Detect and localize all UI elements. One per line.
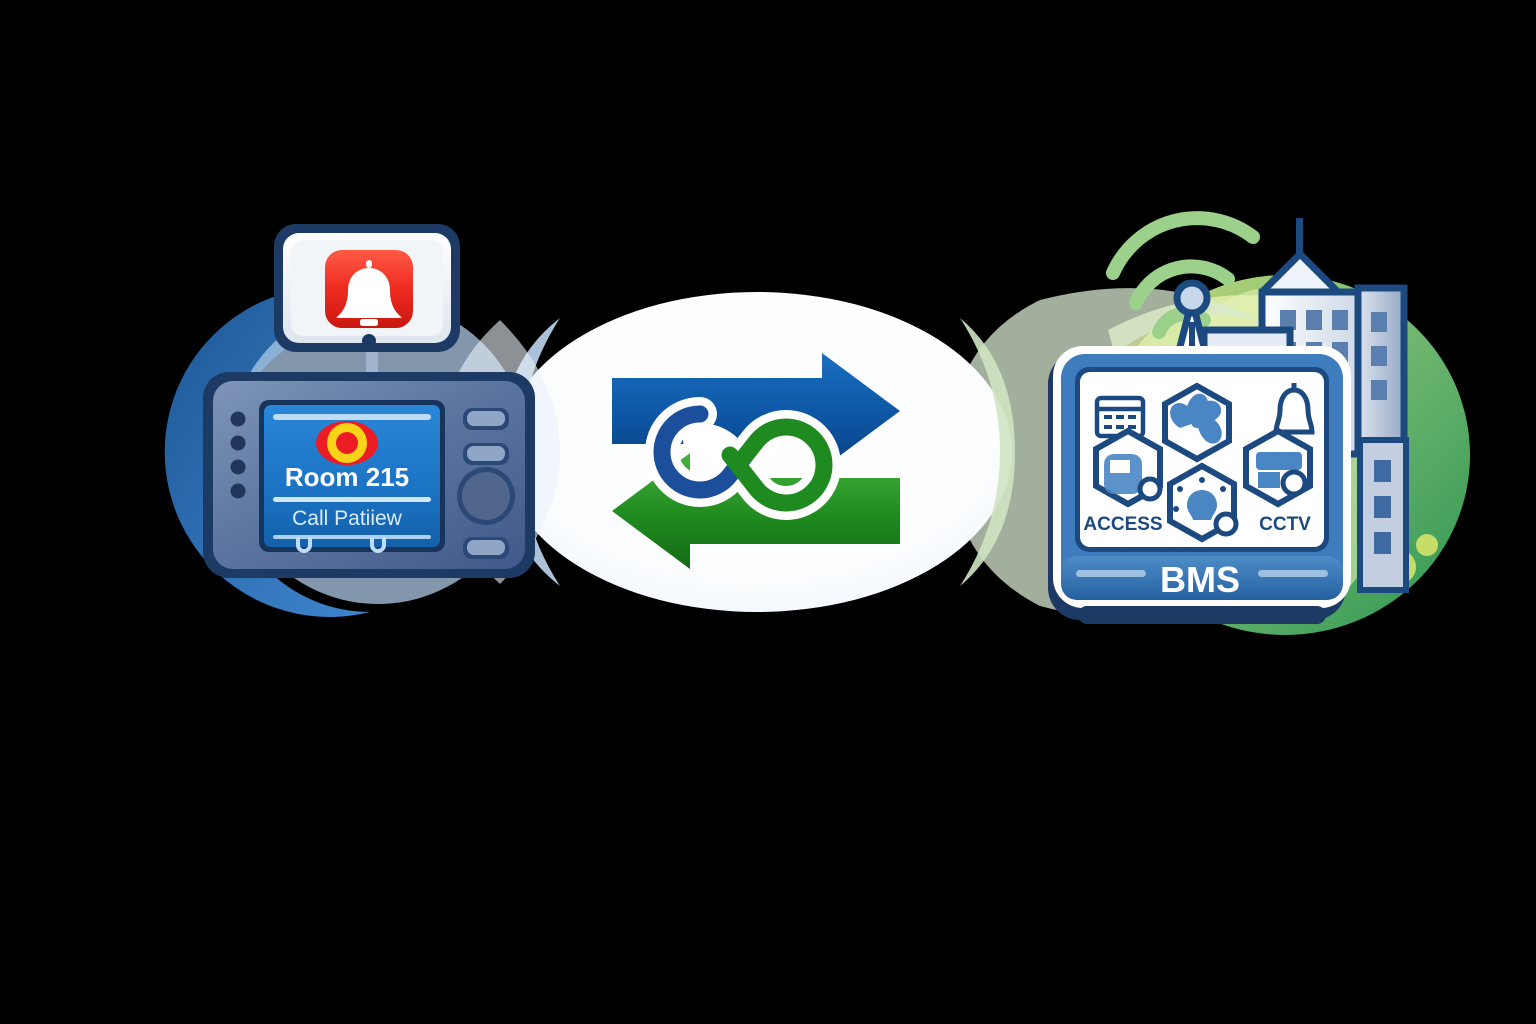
- speaker-grille: [462, 472, 510, 520]
- bottom-button[interactable]: [467, 540, 505, 555]
- left-node-nurse-call[interactable]: Room 215 Call Patiiew: [203, 224, 535, 578]
- console-screen[interactable]: Room 215 Call Patiiew: [259, 400, 445, 553]
- right-node-bms[interactable]: ACCESS CCTV BMS: [1048, 211, 1409, 624]
- status-dot: [362, 334, 376, 348]
- light-bulb-icon[interactable]: [1167, 462, 1239, 543]
- console-side-controls[interactable]: [457, 408, 515, 559]
- patient-call-button-device[interactable]: [274, 224, 460, 352]
- room-label: Room 215: [285, 462, 409, 492]
- cctv-label: CCTV: [1259, 514, 1311, 535]
- center-sync-graphic: [612, 353, 900, 569]
- fan-hvac-icon[interactable]: [1162, 382, 1232, 463]
- call-action-label[interactable]: Call Patiiew: [292, 507, 403, 530]
- top-button-1[interactable]: [467, 411, 505, 426]
- top-button-2[interactable]: [467, 446, 505, 461]
- bms-title: BMS: [1160, 559, 1240, 600]
- alert-target-icon: [316, 421, 378, 465]
- screen-footer-bar: [273, 535, 431, 553]
- bell-icon: [336, 260, 402, 326]
- led-indicators: [230, 411, 246, 499]
- green-outer-ring: [950, 288, 1262, 619]
- access-label: ACCESS: [1083, 514, 1162, 535]
- panel-base: [1078, 606, 1326, 624]
- access-lock-icon[interactable]: [1093, 427, 1163, 508]
- cctv-camera-icon[interactable]: [1243, 427, 1313, 508]
- green-ellipse-edge: [960, 318, 1015, 586]
- bms-panel[interactable]: ACCESS CCTV BMS: [1048, 346, 1351, 624]
- halo-dot-small: [1416, 534, 1438, 556]
- bms-title-bar: BMS: [1061, 556, 1343, 600]
- infinity-loop-icon: [645, 397, 841, 521]
- nurse-call-console[interactable]: Room 215 Call Patiiew: [203, 372, 535, 578]
